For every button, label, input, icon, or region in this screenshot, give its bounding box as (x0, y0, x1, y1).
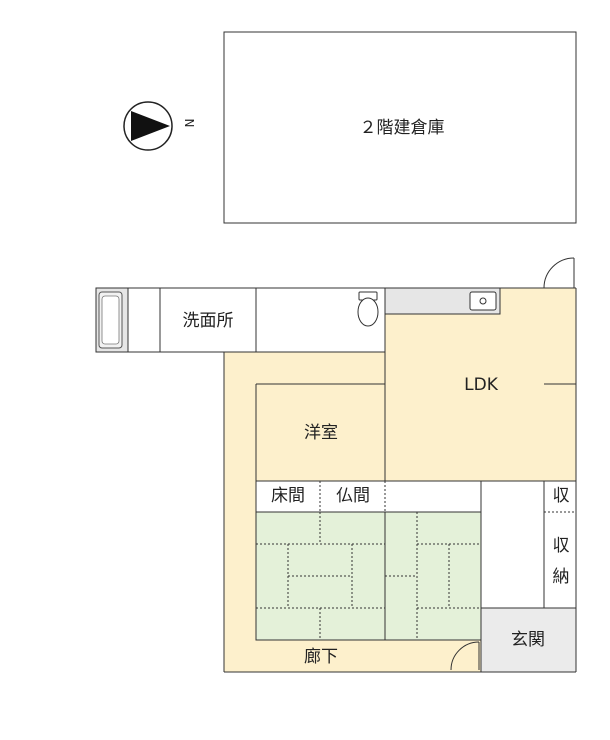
bath-area (95, 287, 161, 353)
storage-top-label: 収 (553, 486, 570, 506)
ldk-label: LDK (464, 375, 499, 395)
butsuma-label: 仏間 (336, 486, 370, 506)
tatami-mats-left (256, 512, 385, 640)
entrance-floor (481, 608, 576, 672)
compass: N (123, 101, 196, 151)
western-room-floor (256, 384, 385, 481)
storage-lower-label-2: 納 (553, 567, 570, 587)
door-swing-icon (450, 641, 480, 671)
western-room-label: 洋室 (304, 423, 338, 443)
washroom (159, 287, 257, 353)
entrance-label: 玄関 (511, 630, 545, 650)
tatami-mats-right (385, 512, 481, 640)
door-swing-icon (543, 257, 575, 289)
kitchen-sink-icon (469, 291, 497, 311)
compass-north-label: N (182, 119, 196, 128)
north-arrow-icon (123, 101, 173, 151)
tatami-room-right (385, 512, 481, 640)
storage-lower-label-1: 収 (553, 536, 570, 556)
tokonoma-label: 床間 (271, 486, 305, 506)
warehouse-label: ２階建倉庫 (360, 118, 445, 138)
toilet-icon (357, 291, 379, 327)
warehouse: ２階建倉庫 (223, 31, 577, 224)
washroom-label: 洗面所 (183, 311, 234, 331)
corridor-label: 廊下 (304, 647, 338, 667)
bathtub-icon (98, 291, 123, 349)
corridor-floor-bottom (224, 640, 481, 672)
